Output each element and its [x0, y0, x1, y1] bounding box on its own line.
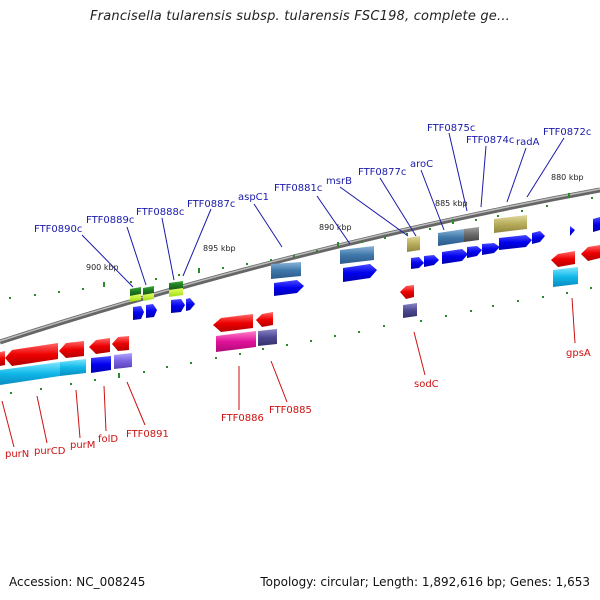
reverse-gene-labels: purN purCD purM folD FTF0891 FTF0886 FTF…	[5, 348, 591, 460]
annotation-bar	[553, 267, 578, 287]
forward-label-leaders	[81, 132, 565, 288]
gene-arrow	[411, 257, 424, 269]
gene-arrow	[133, 306, 144, 320]
map-title: Francisella tularensis subsp. tularensis…	[90, 9, 510, 24]
gene-arrow	[274, 280, 304, 296]
gene-label-msrB: msrB	[326, 176, 352, 187]
gene-arrow	[146, 304, 157, 318]
gene-label-folD: folD	[98, 434, 118, 445]
gene-label-aroC: aroC	[410, 159, 433, 170]
gene-label-aspC1: aspC1	[238, 192, 269, 203]
reverse-label-leaders	[1, 297, 576, 448]
gene-label-FTF0872c: FTF0872c	[543, 127, 591, 138]
forward-gene-arrows	[133, 217, 600, 320]
annotation-bar	[403, 303, 417, 318]
gene-label-FTF0881c: FTF0881c	[274, 183, 322, 194]
gene-arrow	[532, 231, 545, 244]
gene-arrow	[570, 226, 575, 236]
gene-arrow	[581, 245, 600, 261]
scale-label-885: 885 kbp	[435, 199, 468, 208]
annotation-bar	[271, 262, 301, 279]
topology-label: Topology: circular; Length: 1,892,616 bp…	[260, 575, 590, 589]
reverse-gene-arrows	[0, 245, 600, 366]
forward-gene-labels: FTF0890c FTF0889c FTF0888c FTF0887c aspC…	[34, 123, 591, 235]
gene-label-FTF0874c: FTF0874c	[466, 135, 514, 146]
gene-arrow	[400, 285, 414, 299]
gene-arrow	[593, 217, 600, 232]
annotation-bar	[216, 331, 256, 352]
gene-label-purN: purN	[5, 449, 29, 460]
annotation-bar	[114, 353, 132, 369]
gene-arrow	[256, 312, 273, 327]
annotation-bar	[340, 246, 374, 264]
gene-arrow	[442, 249, 468, 264]
annotation-bar	[494, 215, 527, 233]
annotation-bar	[169, 281, 183, 297]
annotation-bar	[130, 287, 141, 302]
gene-label-FTF0889c: FTF0889c	[86, 215, 134, 226]
gene-label-radA: radA	[516, 137, 540, 148]
scale-labels: 900 kbp 895 kbp 890 kbp 885 kbp 880 kbp	[86, 173, 584, 272]
gene-arrow	[482, 243, 500, 255]
gene-arrow	[0, 351, 5, 366]
gene-arrow	[112, 336, 129, 351]
forward-annotation-bars	[130, 215, 527, 302]
gene-arrow	[59, 341, 84, 358]
gene-label-FTF0885: FTF0885	[269, 405, 312, 416]
annotation-bar	[438, 229, 464, 246]
gene-label-FTF0877c: FTF0877c	[358, 167, 406, 178]
gene-arrow	[467, 246, 482, 258]
forward-scale-ticks	[9, 193, 593, 299]
gene-label-sodC: sodC	[414, 379, 439, 390]
gene-label-purCD: purCD	[34, 446, 66, 457]
gene-arrow	[551, 251, 575, 267]
annotation-bar	[143, 286, 154, 301]
annotation-bar	[407, 236, 420, 252]
scale-label-890: 890 kbp	[319, 223, 352, 232]
annotation-bar	[91, 356, 111, 373]
annotation-bar	[0, 362, 60, 385]
gene-label-FTF0875c: FTF0875c	[427, 123, 475, 134]
gene-label-gpsA: gpsA	[566, 348, 591, 359]
scale-label-895: 895 kbp	[203, 244, 236, 253]
gene-label-FTF0888c: FTF0888c	[136, 207, 184, 218]
gene-arrow	[186, 298, 195, 311]
annotation-bar	[258, 329, 277, 346]
scale-label-900: 900 kbp	[86, 263, 119, 272]
gene-arrow	[213, 314, 253, 332]
reverse-annotation-bars	[0, 267, 578, 385]
gene-label-purM: purM	[70, 440, 95, 451]
reverse-scale-ticks	[10, 287, 592, 394]
chromosome-backbone	[0, 187, 600, 345]
scale-label-880: 880 kbp	[551, 173, 584, 182]
gene-arrow	[89, 338, 110, 354]
annotation-bar	[464, 227, 479, 242]
gene-arrow	[171, 299, 185, 313]
gene-label-FTF0886: FTF0886	[221, 413, 264, 424]
gene-arrow	[499, 235, 532, 250]
gene-arrow	[424, 255, 439, 267]
accession-label: Accession: NC_008245	[9, 575, 146, 589]
gene-label-FTF0891: FTF0891	[126, 429, 169, 440]
gene-arrow	[343, 264, 377, 282]
gene-label-FTF0887c: FTF0887c	[187, 199, 235, 210]
gene-arrow	[5, 343, 58, 366]
gene-label-FTF0890c: FTF0890c	[34, 224, 82, 235]
annotation-bar	[60, 359, 86, 376]
